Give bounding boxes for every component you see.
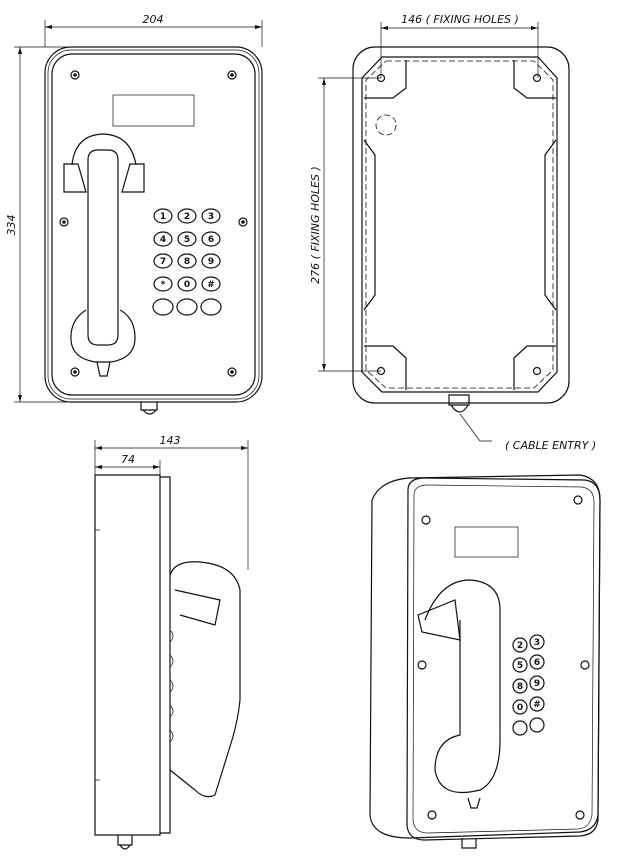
- svg-text:0: 0: [184, 280, 190, 290]
- side-body-depth-label: 74: [121, 453, 135, 466]
- svg-text:1: 1: [160, 212, 166, 222]
- svg-text:3: 3: [534, 638, 540, 648]
- handset: [63, 133, 145, 377]
- svg-text:#: #: [207, 280, 215, 290]
- display-window: [112, 94, 195, 127]
- fixing-holes-horizontal-label: 146 ( FIXING HOLES ): [401, 13, 519, 26]
- display-window: [454, 526, 519, 558]
- back-view: 146 ( FIXING HOLES ) 276 ( FIXING HOLES …: [309, 13, 596, 452]
- screw-icons: [59, 70, 248, 377]
- svg-text:5: 5: [184, 235, 190, 245]
- function-key[interactable]: [152, 298, 174, 316]
- key-hash[interactable]: #: [201, 276, 221, 292]
- keypad: 1 2 3 4 5 6 7 8 9 * 0 #: [152, 208, 222, 316]
- cable-gland: [448, 394, 470, 413]
- speaker-holes: [375, 114, 397, 136]
- svg-text:9: 9: [208, 257, 214, 267]
- fixing-hole: [532, 366, 542, 376]
- isometric-view: 2 3 5 6 8 9 0 #: [369, 474, 601, 849]
- front-width-label: 204: [143, 13, 164, 26]
- key-star[interactable]: *: [153, 276, 173, 292]
- key-6[interactable]: 6: [201, 231, 221, 247]
- fixing-hole: [376, 366, 386, 376]
- key-9[interactable]: 9: [201, 253, 221, 269]
- key-3[interactable]: 3: [201, 208, 221, 224]
- svg-text:5: 5: [517, 661, 523, 671]
- svg-text:6: 6: [534, 658, 540, 668]
- svg-text:9: 9: [534, 679, 540, 689]
- function-key[interactable]: [200, 298, 222, 316]
- front-height-label: 334: [5, 215, 18, 236]
- key-2[interactable]: 2: [177, 208, 197, 224]
- key-4[interactable]: 4: [153, 231, 173, 247]
- svg-text:8: 8: [184, 257, 190, 267]
- fixing-holes-vertical-label: 276 ( FIXING HOLES ): [309, 166, 322, 284]
- function-key[interactable]: [176, 298, 198, 316]
- svg-text:7: 7: [160, 257, 166, 267]
- key-5[interactable]: 5: [177, 231, 197, 247]
- svg-text:4: 4: [160, 235, 166, 245]
- svg-text:2: 2: [517, 641, 523, 651]
- fixing-hole: [532, 73, 542, 83]
- front-view: 204 334 1 2 3 4 5 6: [5, 13, 263, 415]
- svg-text:0: 0: [517, 703, 523, 713]
- cable-gland: [140, 402, 158, 415]
- fixing-hole: [376, 73, 386, 83]
- key-1[interactable]: 1: [153, 208, 173, 224]
- svg-text:*: *: [161, 280, 166, 290]
- svg-text:#: #: [533, 700, 541, 710]
- side-view: 143 74: [94, 434, 249, 850]
- side-depth-label: 143: [160, 434, 181, 447]
- key-0[interactable]: 0: [177, 276, 197, 292]
- svg-text:2: 2: [184, 212, 190, 222]
- iso-keypad: 2 3 5 6 8 9 0 #: [512, 634, 545, 736]
- svg-text:3: 3: [208, 212, 214, 222]
- svg-text:8: 8: [517, 682, 523, 692]
- svg-text:6: 6: [208, 235, 214, 245]
- cable-entry-label: ( CABLE ENTRY ): [505, 439, 596, 452]
- key-8[interactable]: 8: [177, 253, 197, 269]
- key-7[interactable]: 7: [153, 253, 173, 269]
